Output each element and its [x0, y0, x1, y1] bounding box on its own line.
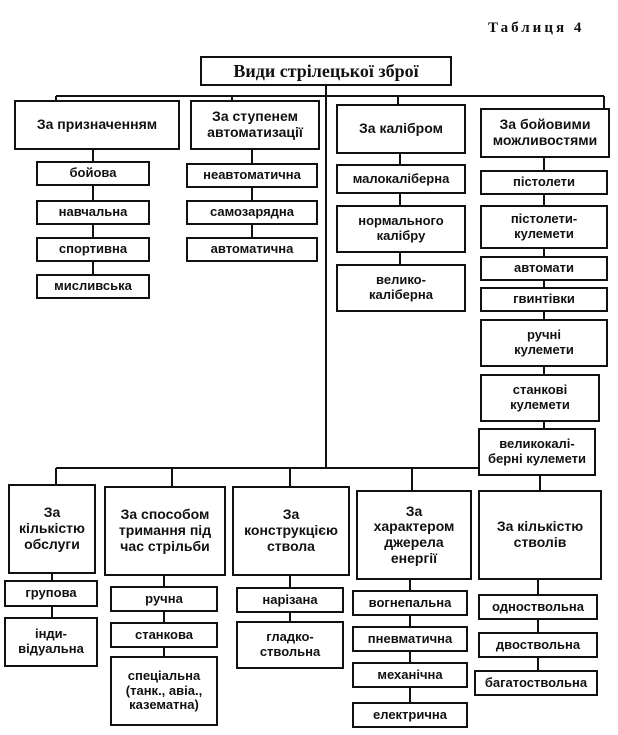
item-hunting: мисливська	[36, 274, 150, 299]
item-small-caliber: малокаліберна	[336, 164, 466, 194]
item-smoothbore: гладко- ствольна	[236, 621, 344, 669]
category-by-barrel-count: За кількістю стволів	[478, 490, 602, 580]
item-pneumatic: пневматична	[352, 626, 468, 652]
category-by-caliber: За калібром	[336, 104, 466, 154]
item-non-automatic: неавтоматична	[186, 163, 318, 188]
item-electric: електрична	[352, 702, 468, 728]
item-sport: спортивна	[36, 237, 150, 262]
item-mounted: станкова	[110, 622, 218, 648]
item-normal-caliber: нормального калібру	[336, 205, 466, 253]
root-node: Види стрілецької зброї	[200, 56, 452, 86]
category-by-crew: За кількістю обслуги	[8, 484, 96, 574]
item-submachine-guns: пістолети- кулемети	[480, 205, 608, 249]
item-individual: інди- відуальна	[4, 617, 98, 667]
item-multi-barrel: багатоствольна	[474, 670, 598, 696]
category-by-energy-source: За характером джерела енергії	[356, 490, 472, 580]
item-combat: бойова	[36, 161, 150, 186]
item-mechanical: механічна	[352, 662, 468, 688]
category-by-automation: За ступенем автоматизації	[190, 100, 320, 150]
item-firearm: вогнепальна	[352, 590, 468, 616]
item-heavy-machine-guns: великокалі- берні кулемети	[478, 428, 596, 476]
category-by-purpose: За призначенням	[14, 100, 180, 150]
item-self-loading: самозарядна	[186, 200, 318, 225]
item-rifled: нарізана	[236, 587, 344, 613]
item-single-barrel: одноствольна	[478, 594, 598, 620]
category-by-holding: За способом тримання під час стрільби	[104, 486, 226, 576]
item-automatic: автоматична	[186, 237, 318, 262]
item-special: спеціальна (танк., авіа., казематна)	[110, 656, 218, 726]
item-mounted-machine-guns: станкові кулемети	[480, 374, 600, 422]
item-rifles: гвинтівки	[480, 287, 608, 312]
item-large-caliber: велико- каліберна	[336, 264, 466, 312]
item-double-barrel: двоствольна	[478, 632, 598, 658]
item-training: навчальна	[36, 200, 150, 225]
category-by-barrel: За конструкцією ствола	[232, 486, 350, 576]
item-light-machine-guns: ручні кулемети	[480, 319, 608, 367]
item-pistols: пістолети	[480, 170, 608, 195]
item-handheld: ручна	[110, 586, 218, 612]
item-assault-rifles: автомати	[480, 256, 608, 281]
category-by-combat-capability: За бойовими можливостями	[480, 108, 610, 158]
item-group: групова	[4, 580, 98, 607]
table-label: Таблиця 4	[488, 20, 585, 36]
